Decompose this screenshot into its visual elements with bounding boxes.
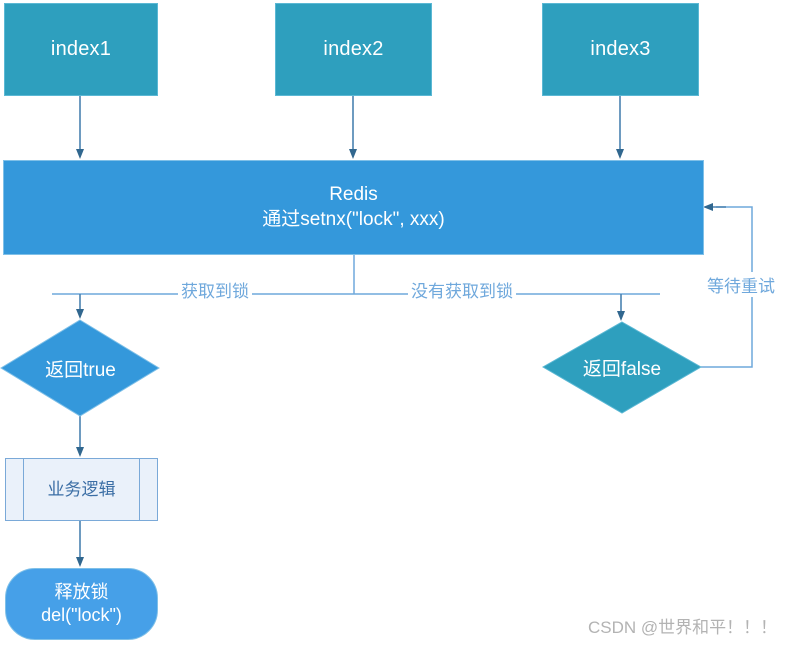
- node-return-true[interactable]: 返回true: [2, 320, 159, 416]
- node-redis-command: 通过setnx("lock", xxx): [262, 208, 445, 230]
- edge-label-wait-retry: 等待重试: [704, 272, 778, 297]
- node-return-true-label: 返回true: [45, 359, 116, 381]
- node-redis-title: Redis: [329, 184, 378, 206]
- node-index1[interactable]: index1: [4, 3, 158, 96]
- node-redis[interactable]: Redis 通过setnx("lock", xxx): [3, 160, 704, 255]
- node-return-false[interactable]: 返回false: [543, 322, 701, 413]
- node-index3-label: index3: [590, 37, 651, 60]
- edge-label-got-lock: 获取到锁: [178, 277, 252, 302]
- node-release-lock-title: 释放锁: [54, 581, 109, 602]
- node-business-logic-label: 业务逻辑: [47, 479, 116, 499]
- edge-label-no-lock: 没有获取到锁: [408, 277, 516, 302]
- node-release-lock[interactable]: 释放锁 del("lock"): [5, 568, 158, 640]
- node-index2-label: index2: [323, 37, 384, 60]
- node-index1-label: index1: [50, 37, 112, 60]
- csdn-watermark: CSDN @世界和平！！！: [588, 618, 778, 637]
- node-business-logic[interactable]: 业务逻辑: [5, 458, 158, 521]
- predefined-process-right-bar: [139, 459, 140, 520]
- predefined-process-left-bar: [23, 459, 24, 520]
- node-release-lock-command: del("lock"): [41, 605, 122, 625]
- node-index3[interactable]: index3: [542, 3, 699, 96]
- node-return-false-label: 返回false: [582, 359, 662, 380]
- node-index2[interactable]: index2: [275, 3, 432, 96]
